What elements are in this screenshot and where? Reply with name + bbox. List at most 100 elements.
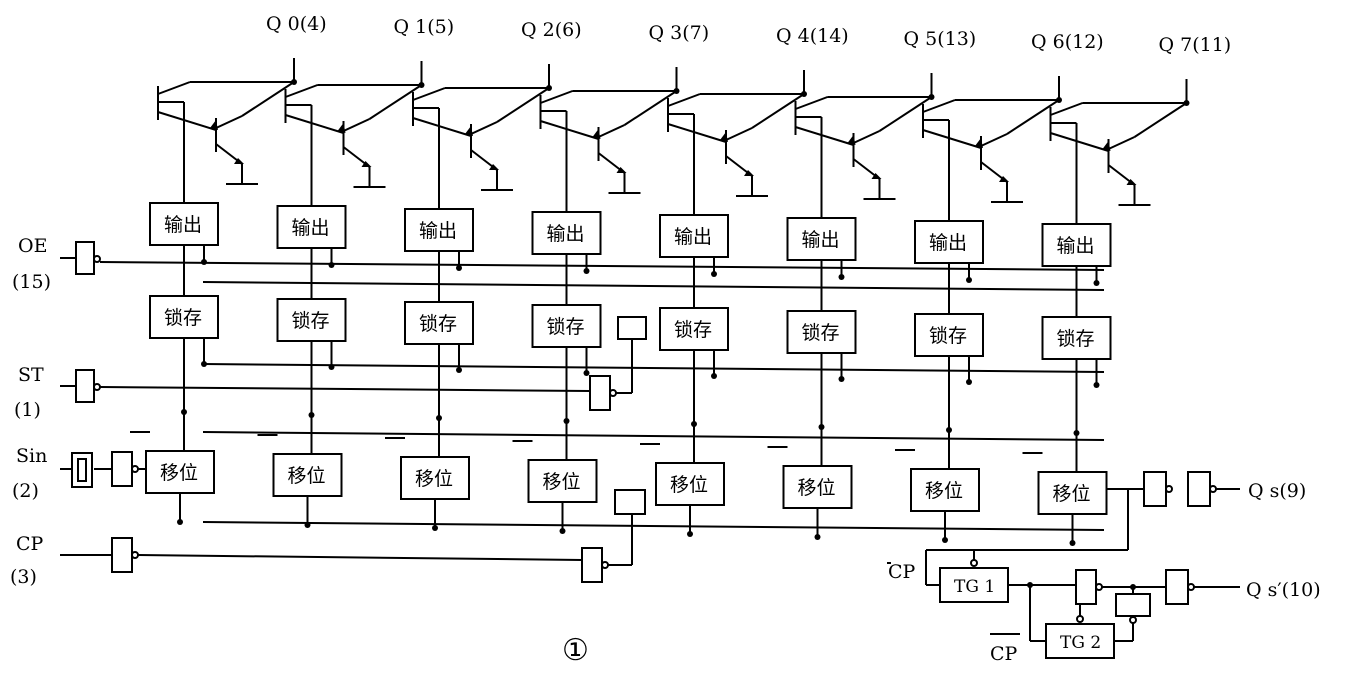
junction-dot bbox=[691, 421, 697, 427]
shift-register-block-label: 移位 bbox=[670, 474, 708, 496]
cp-label: CP bbox=[16, 533, 44, 555]
junction-dot bbox=[838, 274, 845, 280]
cp-bus bbox=[137, 554, 583, 561]
output-driver-block bbox=[786, 217, 857, 261]
junction-dot bbox=[181, 409, 187, 415]
latch-block-label: 锁存 bbox=[547, 316, 585, 338]
sin-schmitt-symbol bbox=[77, 458, 87, 482]
qs-inverter-2-bubble bbox=[1209, 485, 1217, 493]
junction-dot bbox=[711, 373, 717, 379]
output-driver-block-label: 输出 bbox=[419, 220, 457, 242]
junction-dot bbox=[177, 519, 183, 525]
darlington-transistor bbox=[412, 64, 552, 208]
qs-prime-inverter-1-bubble bbox=[1095, 583, 1103, 591]
junction-dot bbox=[432, 525, 438, 531]
latch-block-label: 锁存 bbox=[164, 307, 202, 329]
output-driver-block bbox=[1041, 223, 1112, 267]
output-driver-block-label: 输出 bbox=[674, 226, 712, 248]
latch-block-label: 锁存 bbox=[292, 310, 330, 332]
st-pin-label: (1) bbox=[14, 399, 41, 421]
output-driver-block-label: 输出 bbox=[1057, 235, 1095, 257]
output-driver-block bbox=[914, 220, 984, 264]
output-driver-block bbox=[531, 211, 602, 255]
junction-dot bbox=[308, 412, 315, 418]
st-inverter-bubble bbox=[93, 383, 101, 391]
junction-dot bbox=[942, 537, 948, 543]
wiring bbox=[60, 245, 1240, 642]
latch-block-label: 锁存 bbox=[1057, 328, 1095, 350]
st-latch-buffer bbox=[617, 316, 647, 340]
tg1-gate bbox=[939, 567, 1009, 603]
shift-clock-bus-2 bbox=[202, 521, 1105, 531]
junction-dot bbox=[687, 531, 693, 537]
st-bus bbox=[99, 386, 591, 392]
shift-register-block bbox=[145, 450, 215, 494]
latch-block bbox=[276, 298, 347, 342]
output-pin-label: Q 7(11) bbox=[1159, 34, 1232, 56]
shift-clock-bus bbox=[202, 431, 1105, 441]
oe-inverter bbox=[75, 241, 95, 275]
latch-block bbox=[659, 307, 729, 351]
junction-dot bbox=[559, 528, 566, 534]
st-gate bbox=[589, 375, 611, 411]
qs-inverter-1 bbox=[1143, 471, 1167, 507]
qs-prime-feedback-inverter bbox=[1115, 593, 1151, 617]
shift-register-block bbox=[910, 468, 980, 512]
shift-register-block bbox=[272, 453, 343, 497]
shift-register-block-label: 移位 bbox=[415, 468, 453, 490]
sin-label: Sin bbox=[16, 445, 47, 467]
qs-output-label: Q s(9) bbox=[1248, 480, 1306, 502]
shift-register-block bbox=[1037, 471, 1108, 515]
qs-prime-inverter-2 bbox=[1165, 569, 1189, 605]
output-pin-label: Q 2(6) bbox=[521, 19, 582, 41]
figure-number: ① bbox=[562, 633, 589, 668]
shift-register-block-label: 移位 bbox=[925, 480, 963, 502]
latch-block-label: 锁存 bbox=[802, 322, 840, 344]
junction-dot bbox=[1069, 540, 1076, 546]
latch-block-label: 锁存 bbox=[419, 313, 457, 335]
junction-dot bbox=[583, 268, 590, 274]
darlington-transistor bbox=[667, 70, 807, 214]
oe-inverter-bubble bbox=[93, 255, 101, 263]
cp-bar-top-label: CP bbox=[888, 561, 916, 583]
shift-register-block-label: 移位 bbox=[288, 465, 326, 487]
cp-gate bbox=[581, 547, 603, 583]
output-driver-block-label: 输出 bbox=[164, 214, 202, 236]
sin-inverter-bubble bbox=[131, 465, 139, 473]
latch-block bbox=[531, 304, 602, 348]
latch-block bbox=[786, 310, 857, 354]
darlington-transistor bbox=[539, 67, 680, 211]
cp-inverter bbox=[111, 537, 133, 573]
output-driver-block-label: 输出 bbox=[292, 217, 330, 239]
shift-register-block-label: 移位 bbox=[798, 477, 836, 499]
darlington-transistor bbox=[157, 58, 297, 202]
junction-dot bbox=[814, 534, 821, 540]
oe-bus bbox=[99, 261, 1105, 271]
output-driver-block-label: 输出 bbox=[547, 223, 585, 245]
tg2-label: TG 2 bbox=[1060, 633, 1101, 653]
st-label: ST bbox=[18, 364, 44, 386]
latch-block bbox=[149, 295, 219, 339]
qs-prime-feedback-bubble bbox=[1129, 616, 1137, 624]
shift-register-block bbox=[782, 465, 853, 509]
shift-register-block-label: 移位 bbox=[1053, 483, 1091, 505]
output-driver-block bbox=[404, 208, 474, 252]
junction-dot bbox=[966, 379, 972, 385]
darlington-transistor bbox=[922, 76, 1062, 220]
oe-label: OE bbox=[18, 235, 47, 257]
qs-inverter-2 bbox=[1187, 471, 1211, 507]
output-pin-label: Q 1(5) bbox=[394, 16, 455, 38]
junction-dot bbox=[583, 370, 590, 376]
shift-register-block bbox=[655, 462, 725, 506]
cp-inverter-bubble bbox=[131, 551, 139, 559]
qs-prime-inverter-1 bbox=[1075, 569, 1097, 605]
junction-dot bbox=[818, 424, 825, 430]
qs-prime-output-label: Q s′(10) bbox=[1246, 579, 1321, 601]
